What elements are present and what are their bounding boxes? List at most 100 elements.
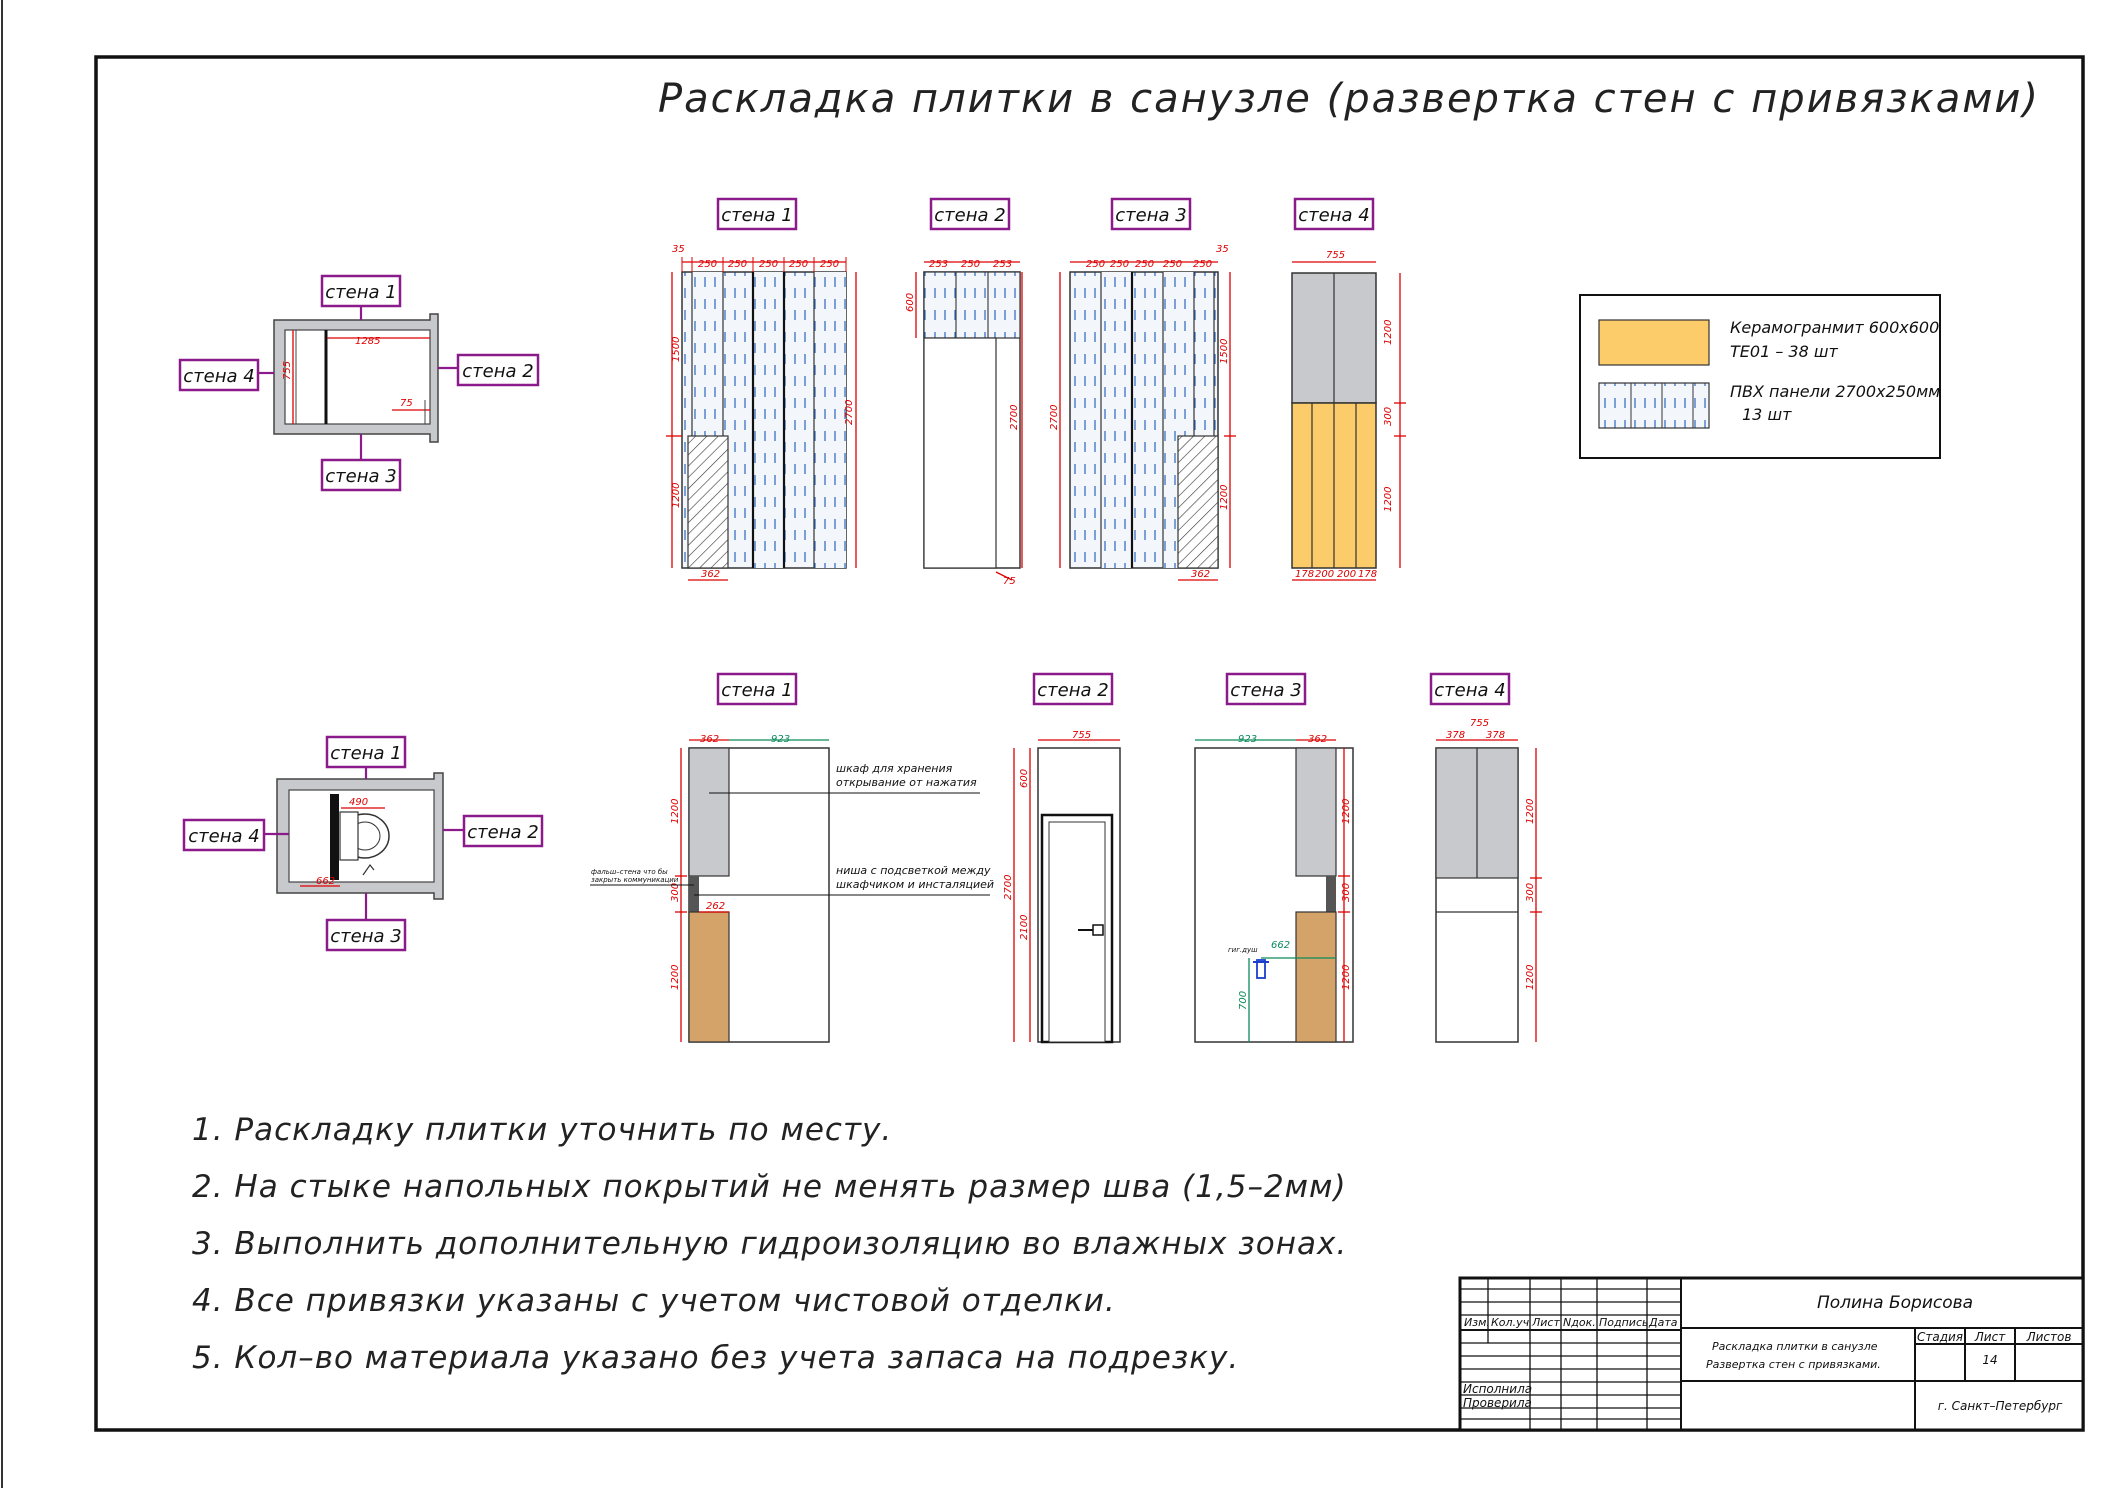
svg-text:250: 250	[728, 259, 747, 270]
svg-text:стена 1: стена 1	[330, 743, 401, 764]
callout-cabinet-l1: шкаф для хранения	[836, 762, 953, 775]
svg-text:253: 253	[993, 259, 1012, 270]
svg-text:Кол.уч: Кол.уч	[1491, 1316, 1530, 1329]
svg-text:стена 2: стена 2	[1037, 680, 1108, 701]
elev-bottom-tag-w1: стена 1	[716, 672, 798, 706]
svg-text:362: 362	[1308, 734, 1327, 745]
plan-bottom: 490 662	[276, 772, 444, 900]
svg-text:362: 362	[700, 734, 719, 745]
elev-bottom-wall2: 755 600 2100 2700	[1003, 730, 1121, 1044]
svg-text:стена 1: стена 1	[721, 205, 792, 226]
svg-text:250: 250	[1135, 259, 1154, 270]
svg-text:стена 1: стена 1	[325, 282, 396, 303]
legend-item1-line1: Керамогранмит 600х600	[1730, 318, 1939, 337]
plan-bottom-tag-w4: стена 4	[182, 818, 266, 852]
svg-text:250: 250	[698, 259, 717, 270]
svg-text:250: 250	[961, 259, 980, 270]
elev-top-wall4: 755 1200 300 1200 178 200 200 178	[1291, 250, 1406, 581]
page-title: Раскладка плитки в санузле (развертка ст…	[658, 76, 2040, 122]
svg-text:200: 200	[1337, 569, 1356, 580]
svg-text:755: 755	[1072, 730, 1091, 741]
svg-text:Nдок.: Nдок.	[1563, 1316, 1596, 1329]
svg-text:2700: 2700	[1049, 405, 1060, 430]
svg-text:Изм.: Изм.	[1464, 1316, 1490, 1329]
svg-text:2700: 2700	[844, 400, 855, 425]
tb-checked: Проверила	[1463, 1396, 1532, 1410]
svg-text:1200: 1200	[1383, 487, 1394, 512]
legend-item1-line2: TE01 – 38 шт	[1730, 342, 1839, 361]
svg-text:378: 378	[1486, 730, 1505, 741]
svg-text:1200: 1200	[1525, 799, 1536, 824]
tb-desc-l1: Раскладка плитки в санузле	[1712, 1340, 1878, 1353]
callout-shower: гиг.душ	[1228, 946, 1258, 954]
svg-text:300: 300	[1383, 407, 1394, 426]
svg-text:253: 253	[929, 259, 948, 270]
plan-bottom-tag-w1: стена 1	[325, 735, 407, 769]
elev-top-tag-w1: стена 1	[716, 197, 798, 231]
tb-city: г. Санкт–Петербург	[1938, 1399, 2063, 1413]
svg-text:200: 200	[1315, 569, 1334, 580]
legend-pvc-swatch	[1598, 382, 1710, 429]
svg-text:362: 362	[1191, 569, 1210, 580]
svg-text:1500: 1500	[671, 337, 682, 362]
door-handle-icon	[1092, 924, 1104, 936]
svg-text:490: 490	[349, 797, 368, 808]
svg-text:2700: 2700	[1003, 875, 1014, 900]
svg-text:Подпись: Подпись	[1599, 1316, 1648, 1329]
callout-cabinet-l2: открывание от нажатия	[836, 776, 977, 789]
svg-text:75: 75	[1003, 576, 1016, 587]
tb-stage: Стадия	[1917, 1330, 1963, 1344]
elev-bottom-wall3: 923 362 1200 300 1200 662 700 гиг.душ	[1194, 734, 1354, 1043]
note-2: 2. На стыке напольных покрытий не менять…	[192, 1169, 1347, 1205]
title-block: Изм. Кол.уч Лист Nдок. Подпись Дата Испо…	[1458, 1276, 2085, 1432]
legend-tile-swatch	[1598, 319, 1710, 366]
svg-text:250: 250	[759, 259, 778, 270]
elev-top-wall1: 35 250 250 250 250 250 1500 1200 2700 36…	[666, 244, 857, 581]
svg-text:1200: 1200	[1383, 320, 1394, 345]
tb-sheet: Лист	[1974, 1330, 2006, 1344]
svg-text:662: 662	[316, 876, 335, 887]
svg-text:1200: 1200	[1525, 965, 1536, 990]
svg-text:2100: 2100	[1019, 915, 1030, 940]
svg-text:1200: 1200	[671, 483, 682, 508]
svg-text:300: 300	[1341, 883, 1352, 902]
svg-text:923: 923	[1238, 734, 1257, 745]
callout-false-wall-l1: фальш–стена что бы	[591, 868, 668, 876]
plan-dim-75: 75	[400, 398, 413, 409]
plan-top-tag-w1: стена 1	[320, 274, 402, 308]
svg-text:стена 4: стена 4	[188, 826, 259, 847]
svg-text:300: 300	[670, 883, 681, 902]
svg-text:стена 2: стена 2	[467, 822, 538, 843]
svg-text:262: 262	[706, 901, 725, 912]
svg-text:250: 250	[1110, 259, 1129, 270]
svg-text:1200: 1200	[1341, 965, 1352, 990]
elev-top-wall3: 250 250 250 250 250 35 2700 1500 1200 36…	[1049, 244, 1236, 581]
svg-text:стена 3: стена 3	[1230, 680, 1301, 701]
legend: Керамогранмит 600х600 TE01 – 38 шт ПВХ п…	[1579, 294, 1941, 459]
callout-niche-l2: шкафчиком и инсталяцией	[836, 878, 994, 891]
plan-top-tag-w2: стена 2	[456, 353, 540, 387]
svg-text:362: 362	[701, 569, 720, 580]
plan-top-tag-w4: стена 4	[178, 358, 260, 392]
svg-text:стена 2: стена 2	[934, 205, 1005, 226]
note-3: 3. Выполнить дополнительную гидроизоляци…	[192, 1226, 1347, 1262]
elev-bottom-tag-w4: стена 4	[1429, 672, 1511, 706]
plan-bottom-tag-w3: стена 3	[325, 918, 407, 952]
svg-text:стена 4: стена 4	[1298, 205, 1369, 226]
note-4: 4. Все привязки указаны с учетом чистово…	[192, 1283, 1116, 1319]
callout-false-wall-l2: закрыть коммуникации	[591, 876, 679, 884]
svg-text:2700: 2700	[1009, 405, 1020, 430]
elev-top-tag-w4: стена 4	[1293, 197, 1375, 231]
elev-bottom-tag-w2: стена 2	[1032, 672, 1114, 706]
notes: 1. Раскладку плитки уточнить по месту. 2…	[192, 1112, 1347, 1376]
svg-text:1200: 1200	[1219, 485, 1230, 510]
plan-bottom-leaders	[264, 767, 464, 920]
tb-desc-l2: Развертка стен с привязками.	[1706, 1358, 1881, 1371]
plan-dim-1285: 1285	[355, 336, 380, 347]
svg-text:стена 3: стена 3	[1115, 205, 1186, 226]
note-5: 5. Кол–во материала указано без учета за…	[192, 1340, 1239, 1376]
svg-text:662: 662	[1271, 940, 1290, 951]
tb-author: Полина Борисова	[1817, 1293, 1973, 1313]
elev-bottom-wall4: 755 378 378 1200 300 1200	[1435, 718, 1542, 1043]
elev-top-tag-w3: стена 3	[1110, 197, 1192, 231]
